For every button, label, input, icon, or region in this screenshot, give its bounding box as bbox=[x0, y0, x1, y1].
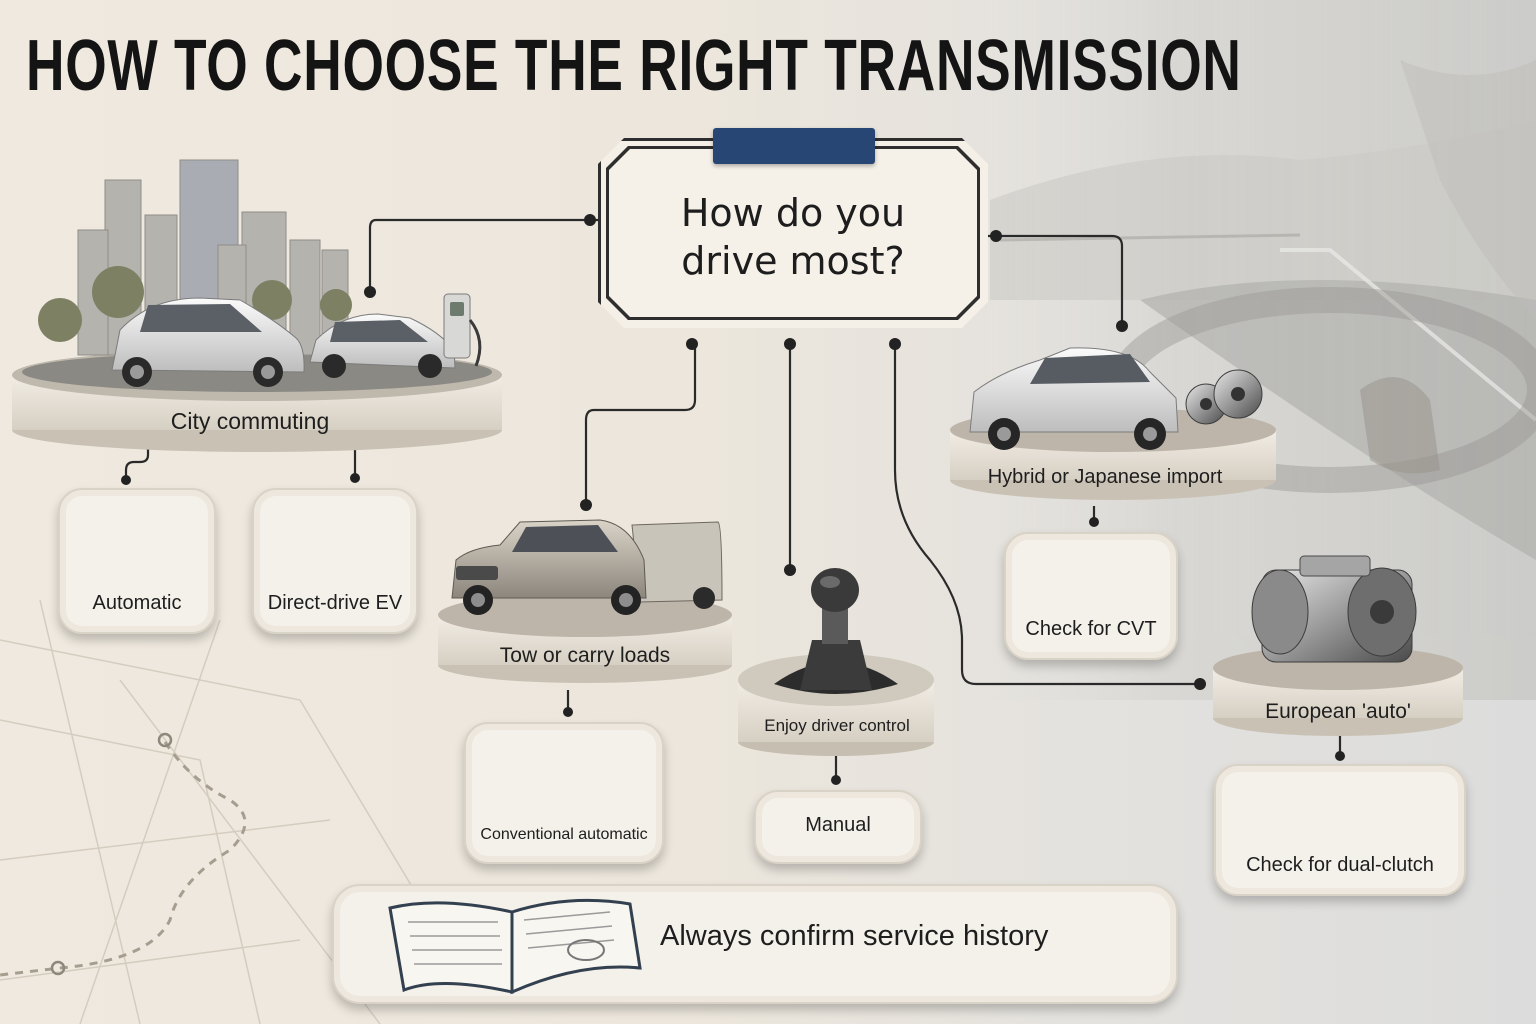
option-label-cvt: Check for CVT bbox=[1025, 618, 1157, 640]
branch-label-city: City commuting bbox=[170, 408, 330, 434]
option-card-manual bbox=[754, 790, 922, 864]
cvt-pulley-illustration bbox=[1185, 369, 1263, 425]
option-card-dual-clutch bbox=[1214, 764, 1466, 896]
branch-label-tow: Tow or carry loads bbox=[499, 644, 671, 667]
question-box: How do you drive most? bbox=[609, 149, 977, 317]
branch-label-hybrid: Hybrid or Japanese import bbox=[987, 466, 1223, 488]
option-label-dual-clutch: Check for dual-clutch bbox=[1246, 854, 1434, 876]
option-label-automatic: Automatic bbox=[92, 592, 182, 614]
map-lines bbox=[0, 599, 421, 1024]
branch-label-european: European 'auto' bbox=[1265, 700, 1411, 723]
branch-label-control: Enjoy driver control bbox=[764, 716, 910, 735]
hatchback-car-illustration bbox=[111, 297, 305, 387]
tow-disc bbox=[438, 593, 732, 683]
option-card-conventional-automatic bbox=[464, 722, 664, 864]
option-label-conventional-automatic: Conventional automatic bbox=[480, 826, 648, 843]
manual-shifter-illustration bbox=[774, 568, 898, 694]
option-label-manual: Manual bbox=[805, 814, 871, 836]
dct-gearbox-illustration bbox=[1251, 555, 1417, 663]
question-text: How do you drive most? bbox=[680, 191, 906, 283]
option-card-cvt bbox=[1004, 532, 1178, 660]
trees-illustration bbox=[38, 266, 352, 342]
question-tab bbox=[713, 128, 875, 164]
ev-car-illustration bbox=[309, 313, 456, 378]
option-card-direct-drive-ev bbox=[252, 488, 418, 634]
sedan-car-illustration bbox=[969, 347, 1179, 450]
map-route bbox=[0, 741, 247, 977]
ev-charger-illustration bbox=[443, 293, 482, 367]
page-title: HOW TO CHOOSE THE RIGHT TRANSMISSION bbox=[26, 26, 1242, 106]
option-label-direct-drive-ev: Direct-drive EV bbox=[267, 592, 403, 614]
suv-trailer-illustration bbox=[451, 519, 723, 615]
connectors bbox=[124, 218, 1342, 780]
option-card-automatic bbox=[58, 488, 216, 634]
footer-text: Always confirm service history bbox=[660, 920, 1049, 952]
